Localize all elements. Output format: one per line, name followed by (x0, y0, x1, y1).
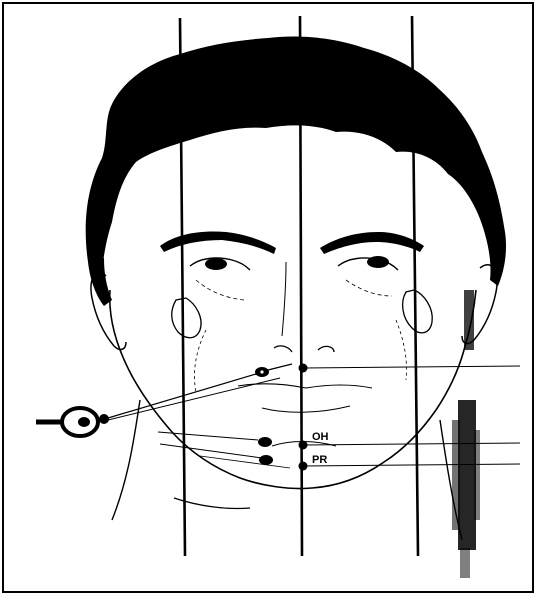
landmark-dot-pr (299, 462, 308, 471)
label-oh: OH (312, 431, 329, 443)
pupil-left (205, 258, 227, 270)
point-chin-lower (259, 455, 273, 465)
landmark-dot-oh (299, 441, 308, 450)
landmark-dot-1 (299, 364, 308, 373)
label-pr: PR (312, 454, 327, 466)
point-chin-upper (258, 437, 272, 447)
pupil-right (367, 256, 389, 268)
